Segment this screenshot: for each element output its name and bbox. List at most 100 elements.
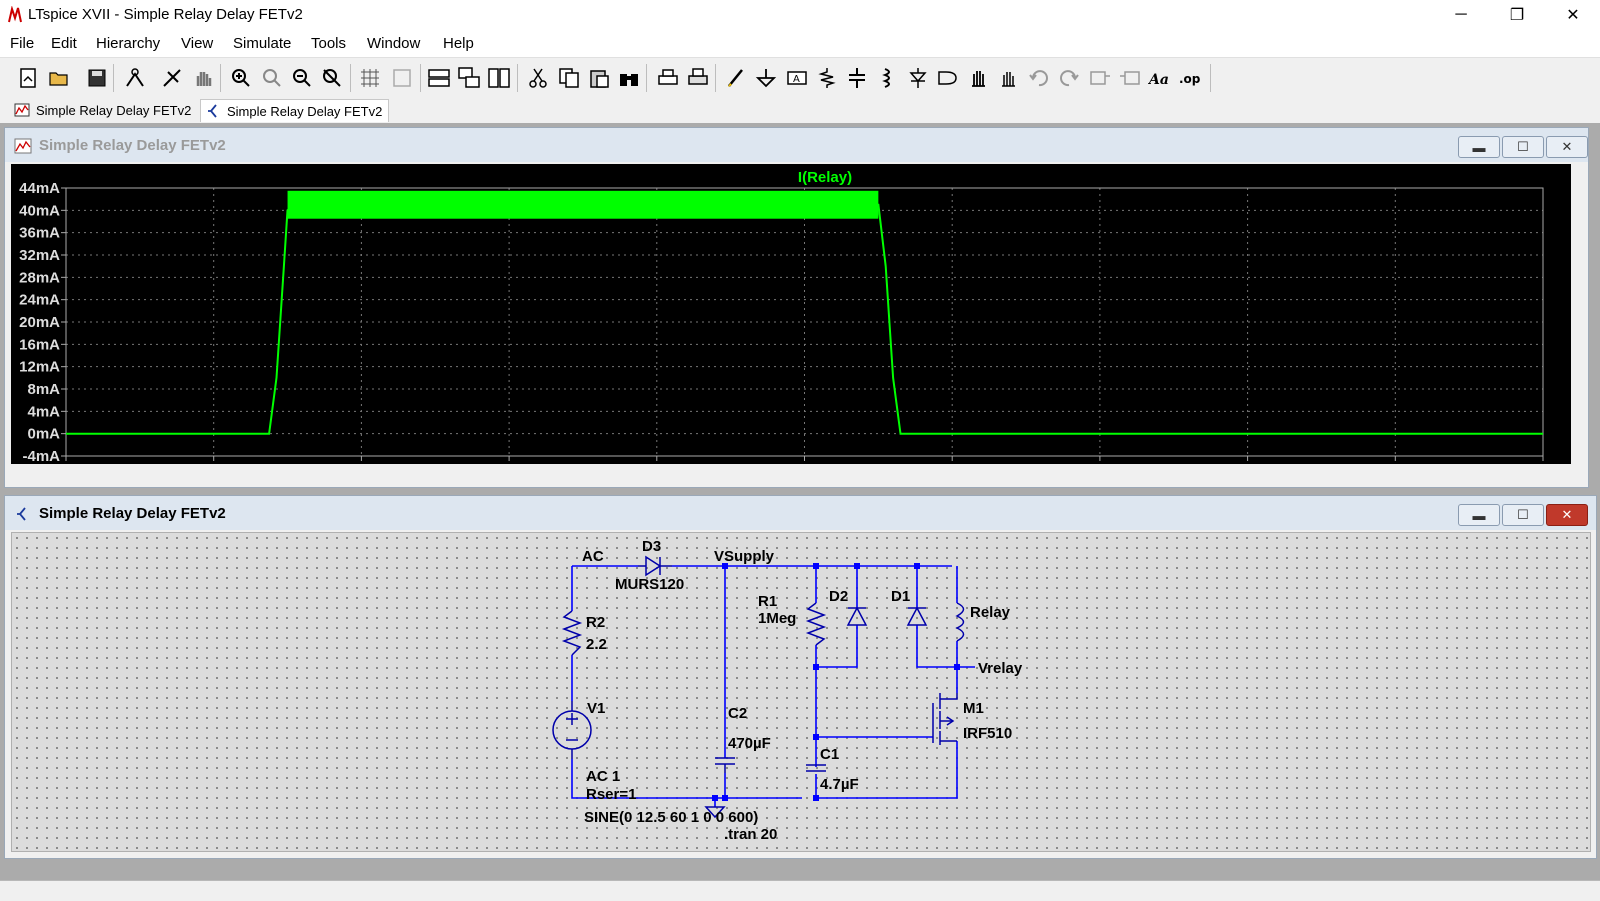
cascade-icon[interactable] [457,66,481,90]
schematic-canvas[interactable]: AC D3 MURS120 VSupply R2 2.2 V1 AC 1 Rse… [11,532,1591,852]
menu-view[interactable]: View [181,35,214,52]
schematic-window-titlebar[interactable]: Simple Relay Delay FETv2 ▬ ☐ ✕ [5,496,1596,530]
label-r2-name[interactable]: R2 [586,614,605,631]
zoom-out-icon[interactable] [290,66,314,90]
wire-icon[interactable] [724,66,748,90]
diode-d2[interactable] [846,606,868,626]
save-icon[interactable] [85,66,109,90]
halt-icon[interactable] [191,66,215,90]
inductor-icon[interactable] [875,66,899,90]
move-icon[interactable] [966,66,990,90]
menu-hierarchy[interactable]: Hierarchy [96,35,161,52]
schematic-minimize-button[interactable]: ▬ [1458,504,1500,526]
label-c1-value[interactable]: 4.7µF [820,776,859,793]
spice-directive-icon[interactable]: .op [1178,66,1202,90]
label-c2-name[interactable]: C2 [728,705,747,722]
print-setup-icon[interactable] [656,66,680,90]
mirror-icon[interactable] [1118,66,1142,90]
tab-waveform[interactable]: Simple Relay Delay FETv2 [8,99,197,121]
waveform-close-button[interactable]: ✕ [1546,136,1588,158]
menu-window[interactable]: Window [367,35,421,52]
inductor-relay[interactable] [955,602,965,642]
ground-icon[interactable] [754,66,778,90]
spice-directive-tran[interactable]: .tran 20 [724,826,777,843]
print-icon[interactable] [686,66,710,90]
trace-relay-current[interactable] [66,203,1543,435]
resistor-r1[interactable] [805,602,827,646]
menu-help[interactable]: Help [443,35,474,52]
wire[interactable] [815,741,958,799]
label-d3-value[interactable]: MURS120 [615,576,684,593]
mosfet-m1[interactable] [932,693,958,745]
schematic-close-button[interactable]: ✕ [1546,504,1588,526]
window-restore-button[interactable]: ❐ [1509,7,1525,24]
waveform-minimize-button[interactable]: ▬ [1458,136,1500,158]
label-v1-sine[interactable]: SINE(0 12.5 60 1 0 0 600) [584,809,758,826]
net-label-ac[interactable]: AC [582,548,604,565]
label-m1-value[interactable]: IRF510 [963,725,1012,742]
waveform-plot-pane[interactable]: 0s2s4s6s8s10s12s14s16s18s20s44mA40mA36mA… [11,164,1571,480]
wire[interactable] [916,566,957,668]
open-icon[interactable] [47,66,71,90]
mark-unused-icon[interactable] [390,66,414,90]
schematic-maximize-button[interactable]: ☐ [1502,504,1544,526]
net-label-vrelay[interactable]: Vrelay [978,660,1023,677]
waveform-chart[interactable]: 0s2s4s6s8s10s12s14s16s18s20s44mA40mA36mA… [11,164,1571,480]
label-c1-name[interactable]: C1 [820,746,839,763]
label-relay-name[interactable]: Relay [970,604,1011,621]
menu-file[interactable]: File [10,35,35,52]
waveform-window-titlebar[interactable]: Simple Relay Delay FETv2 ▬ ☐ ✕ [5,128,1588,162]
label-c2-value[interactable]: 470µF [728,735,771,752]
label-r1-value[interactable]: 1Meg [758,610,796,627]
label-d3-name[interactable]: D3 [642,538,661,555]
capacitor-icon[interactable] [845,66,869,90]
copy-icon[interactable] [557,66,581,90]
zoom-cancel-icon[interactable] [320,66,344,90]
window-minimize-button[interactable]: ─ [1455,6,1467,23]
tile-horizontal-icon[interactable] [427,66,451,90]
cut-icon[interactable] [526,66,550,90]
new-schematic-icon[interactable] [16,66,40,90]
voltage-source-v1[interactable] [552,701,592,759]
resistor-icon[interactable] [815,66,839,90]
run-icon[interactable] [160,66,184,90]
wire[interactable] [816,566,858,668]
rotate-icon[interactable] [1088,66,1112,90]
trace-label-relay-current[interactable]: I(Relay) [798,169,852,186]
capacitor-c2[interactable] [715,757,735,773]
text-icon[interactable]: Aa [1148,66,1172,90]
zoom-fit-icon[interactable] [260,66,284,90]
label-net-icon[interactable]: A [785,66,809,90]
label-d1-name[interactable]: D1 [891,588,910,605]
label-m1-name[interactable]: M1 [963,700,984,717]
capacitor-c1[interactable] [806,764,826,772]
label-v1-name[interactable]: V1 [587,700,605,717]
undo-icon[interactable] [1027,66,1051,90]
waveform-maximize-button[interactable]: ☐ [1502,136,1544,158]
menu-edit[interactable]: Edit [51,35,77,52]
zoom-in-icon[interactable] [229,66,253,90]
menu-tools[interactable]: Tools [311,35,347,52]
tile-vertical-icon[interactable] [487,66,511,90]
resistor-r2[interactable] [561,610,583,656]
label-v1-value[interactable]: AC 1 [586,768,620,785]
label-d2-name[interactable]: D2 [829,588,848,605]
drag-icon[interactable] [996,66,1020,90]
menu-simulate[interactable]: Simulate [233,35,292,52]
diode-d1[interactable] [906,606,928,626]
control-panel-icon[interactable] [123,66,147,90]
net-label-vsupply[interactable]: VSupply [714,548,775,565]
label-r2-value[interactable]: 2.2 [586,636,607,653]
paste-icon[interactable] [587,66,611,90]
ground-symbol[interactable] [704,806,726,819]
diode-icon[interactable] [906,66,930,90]
autorange-icon[interactable] [358,66,382,90]
label-r1-name[interactable]: R1 [758,593,777,610]
redo-icon[interactable] [1057,66,1081,90]
tab-schematic[interactable]: Simple Relay Delay FETv2 [200,99,390,122]
window-close-button[interactable]: ✕ [1566,7,1580,24]
find-icon[interactable] [617,66,641,90]
schematic-drawing[interactable]: AC D3 MURS120 VSupply R2 2.2 V1 AC 1 Rse… [12,533,1590,851]
diode-d3[interactable] [638,555,672,577]
label-v1-param[interactable]: Rser=1 [586,786,636,803]
